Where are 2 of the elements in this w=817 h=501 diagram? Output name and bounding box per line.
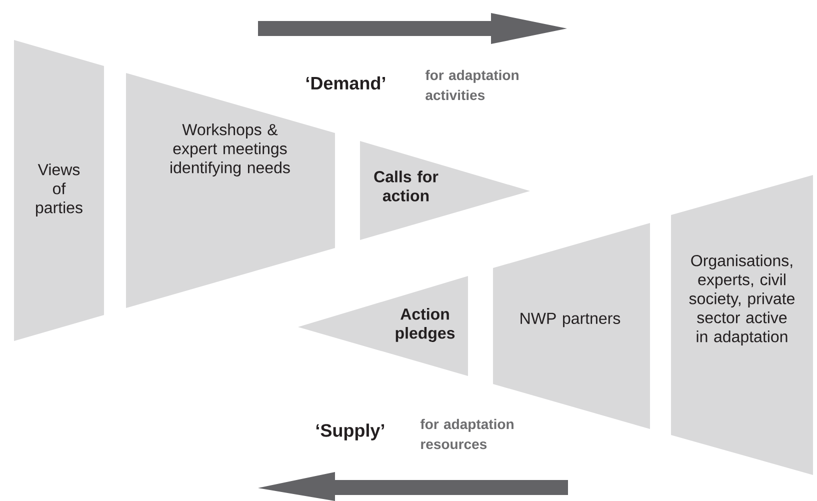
heading-text: ‘Supply’: [316, 424, 384, 440]
heading-text: for adaptation activities: [425, 70, 518, 100]
